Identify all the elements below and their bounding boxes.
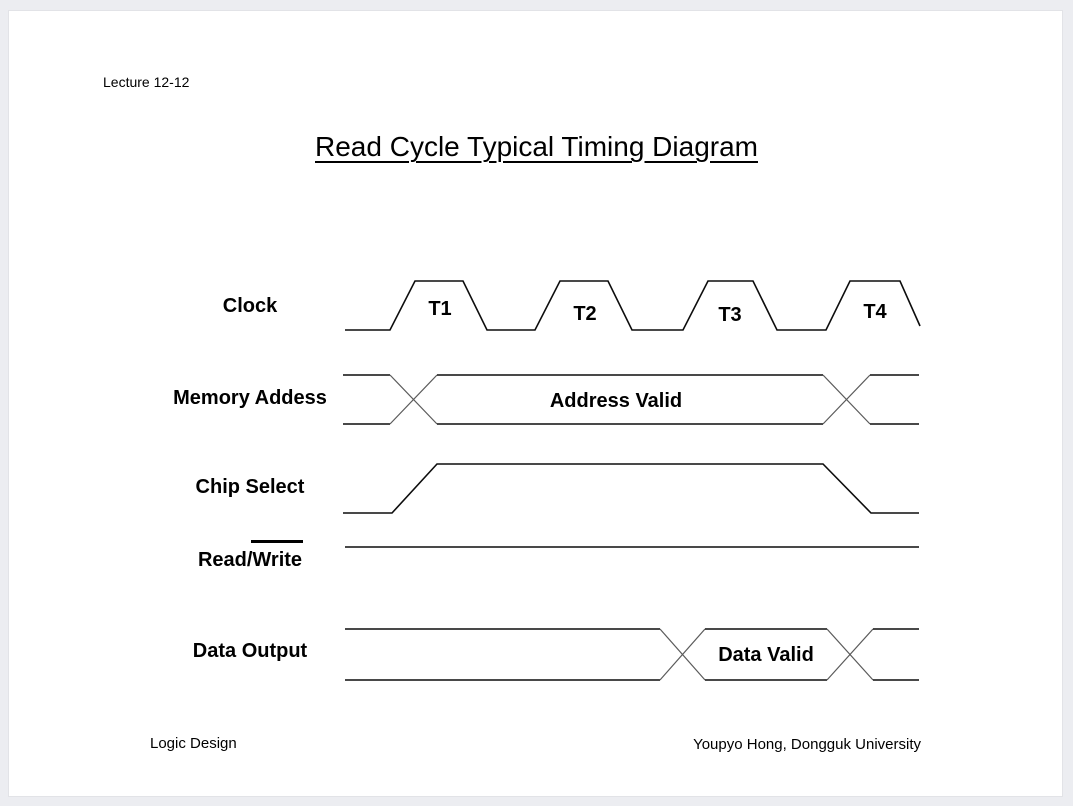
databus-cross1-rise <box>659 628 706 681</box>
data-valid-label: Data Valid <box>718 644 814 666</box>
clock-phase-label-t2: T2 <box>573 303 596 325</box>
chip-select-waveform <box>343 463 919 514</box>
footer-author: Youpyo Hong, Dongguk University <box>693 736 921 753</box>
timing-diagram-svg: T1 T2 T3 T4 Address Valid Data <box>343 280 921 681</box>
footer-course-name: Logic Design <box>150 735 237 752</box>
clock-trace <box>345 280 921 331</box>
slide-title: Read Cycle Typical Timing Diagram <box>0 131 1073 163</box>
signal-label-read-write: Read/Write <box>140 540 360 572</box>
read-write-overlined: Write <box>251 540 303 571</box>
signal-label-data-output: Data Output <box>192 640 308 662</box>
clock-phase-label-t1: T1 <box>428 298 451 320</box>
signal-label-memory-address: Memory Addess <box>173 387 327 409</box>
membus-cross2-rise <box>822 374 871 425</box>
data-output-waveform: Data Valid <box>345 628 919 681</box>
signal-label-chip-select: Chip Select <box>195 476 305 498</box>
clock-waveform: T1 T2 T3 T4 <box>345 280 921 331</box>
memory-address-waveform: Address Valid <box>343 374 919 425</box>
signal-label-clock: Clock <box>222 295 278 317</box>
lecture-label: Lecture 12-12 <box>103 74 190 90</box>
slide-page <box>8 10 1063 797</box>
slide-title-text: Read Cycle Typical Timing Diagram <box>315 131 758 162</box>
clock-phase-label-t4: T4 <box>863 301 887 323</box>
chip-select-trace <box>343 463 919 514</box>
clock-phase-label-t3: T3 <box>718 304 741 326</box>
address-valid-label: Address Valid <box>550 390 682 412</box>
read-write-prefix: Read/ <box>197 549 253 571</box>
databus-cross2-rise <box>826 628 874 681</box>
membus-cross1-rise <box>389 374 438 425</box>
